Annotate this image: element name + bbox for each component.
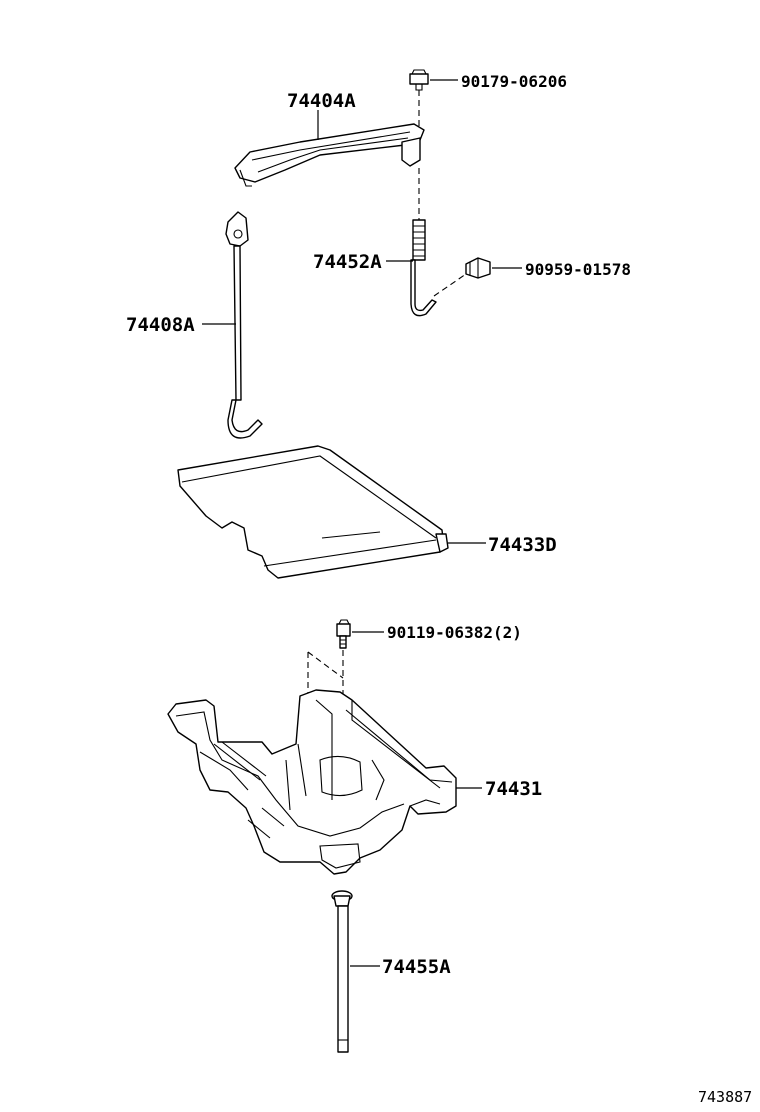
dashed-guide-clip	[433, 273, 467, 297]
label-74404A: 74404A	[287, 90, 356, 112]
figure-id: 743887	[698, 1088, 752, 1106]
bolt-90119-06382[interactable]	[336, 619, 351, 649]
bolt-90179-06206[interactable]	[409, 69, 429, 91]
label-74431: 74431	[485, 778, 542, 800]
plate-74433D[interactable]	[177, 445, 449, 579]
bolt-74455A[interactable]	[331, 890, 353, 1053]
label-74433D: 74433D	[488, 534, 557, 556]
clip-90959-01578[interactable]	[465, 257, 491, 279]
label-90119-06382: 90119-06382(2)	[387, 623, 522, 642]
label-74452A: 74452A	[313, 251, 382, 273]
rod-74452A[interactable]	[410, 219, 437, 317]
label-74455A: 74455A	[382, 956, 451, 978]
label-74408A: 74408A	[126, 314, 195, 336]
label-90179-06206: 90179-06206	[461, 72, 567, 91]
rod-74408A[interactable]	[225, 211, 263, 439]
tray-74431[interactable]	[167, 689, 457, 875]
label-90959-01578: 90959-01578	[525, 260, 631, 279]
clamp-74404A[interactable]	[234, 123, 425, 187]
